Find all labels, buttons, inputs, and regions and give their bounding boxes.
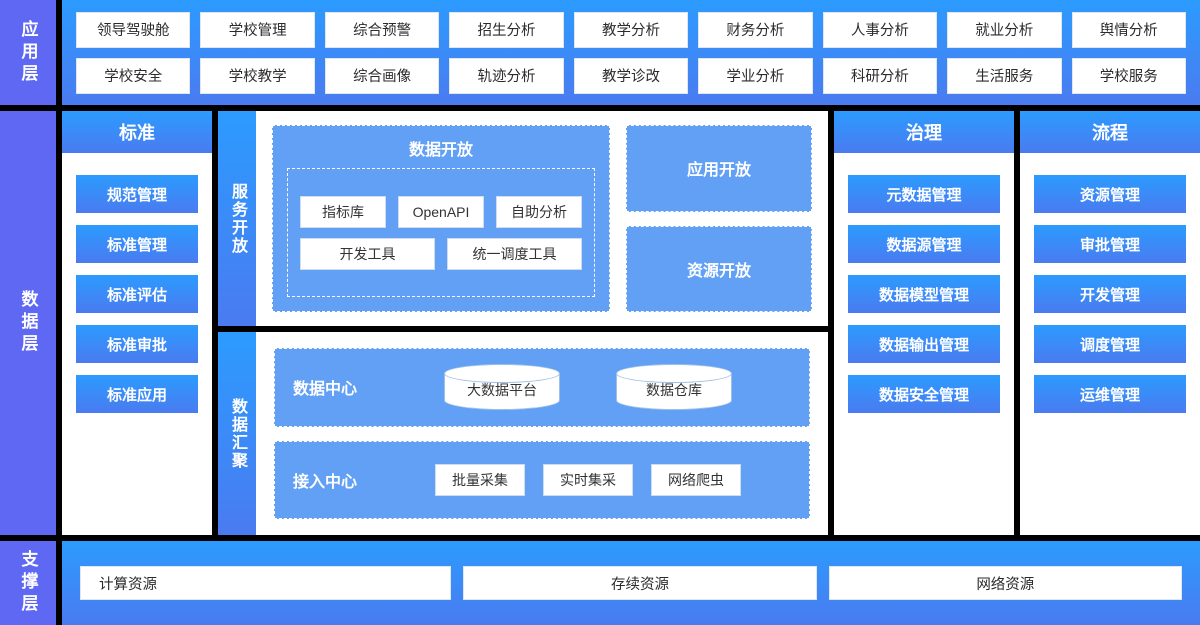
process-column-title: 流程 — [1020, 111, 1200, 153]
app-item-hr-analysis[interactable]: 人事分析 — [822, 11, 938, 48]
process-column-items: 资源管理 审批管理 开发管理 调度管理 运维管理 — [1020, 153, 1200, 535]
tool-self-service-analysis[interactable]: 自助分析 — [496, 195, 582, 228]
process-item-ops-management[interactable]: 运维管理 — [1034, 375, 1186, 413]
application-row-1: 领导驾驶舱 学校管理 综合预警 招生分析 教学分析 财务分析 人事分析 就业分析… — [76, 11, 1186, 48]
app-item-trajectory-analysis[interactable]: 轨迹分析 — [449, 57, 564, 94]
data-layer: 数据层 标准 规范管理 标准管理 标准评估 标准审批 标准应用 服务开放 — [0, 111, 1200, 535]
governance-item-datasource-management[interactable]: 数据源管理 — [848, 225, 1000, 263]
governance-item-data-security-management[interactable]: 数据安全管理 — [848, 375, 1000, 413]
app-item-enrollment-analysis[interactable]: 招生分析 — [449, 11, 564, 48]
data-open-panel: 数据开放 指标库 OpenAPI 自助分析 开发工具 统一调度工具 — [272, 125, 610, 312]
governance-column-title: 治理 — [834, 111, 1014, 153]
service-open-block: 服务开放 数据开放 指标库 OpenAPI 自助分析 — [218, 111, 828, 326]
data-center-label: 数据中心 — [293, 381, 358, 399]
card-resource-open[interactable]: 资源开放 — [626, 225, 812, 312]
application-layer: 应用层 领导驾驶舱 学校管理 综合预警 招生分析 教学分析 财务分析 人事分析 … — [0, 0, 1200, 105]
support-item-compute-resource[interactable]: 计算资源 — [80, 566, 452, 600]
data-layer-label: 数据层 — [0, 111, 56, 535]
governance-item-data-output-management[interactable]: 数据输出管理 — [848, 325, 1000, 363]
data-gather-label: 数据汇聚 — [218, 332, 256, 535]
process-item-resource-management[interactable]: 资源管理 — [1034, 175, 1186, 213]
process-item-development-management[interactable]: 开发管理 — [1034, 275, 1186, 313]
app-item-school-safety[interactable]: 学校安全 — [76, 57, 191, 94]
app-item-public-opinion-analysis[interactable]: 舆情分析 — [1071, 11, 1186, 48]
data-open-tools-row-2: 开发工具 统一调度工具 — [300, 237, 582, 270]
data-gather-block: 数据汇聚 数据中心 大数据平台 — [218, 332, 828, 535]
tool-unified-scheduling-tool[interactable]: 统一调度工具 — [447, 237, 582, 270]
tool-development-tools[interactable]: 开发工具 — [300, 237, 435, 270]
standard-item-standard-management[interactable]: 标准管理 — [76, 225, 198, 263]
cylinder-label-data-warehouse: 数据仓库 — [646, 382, 702, 399]
process-column: 流程 资源管理 审批管理 开发管理 调度管理 运维管理 — [1020, 111, 1200, 535]
governance-column-items: 元数据管理 数据源管理 数据模型管理 数据输出管理 数据安全管理 — [834, 153, 1014, 535]
access-center-content: 批量采集 实时集采 网络爬虫 — [385, 463, 791, 496]
app-item-leadership-cockpit[interactable]: 领导驾驶舱 — [76, 11, 191, 48]
standard-item-standard-approval[interactable]: 标准审批 — [76, 325, 198, 363]
governance-item-metadata-management[interactable]: 元数据管理 — [848, 175, 1000, 213]
app-item-school-teaching[interactable]: 学校教学 — [200, 57, 315, 94]
tool-openapi[interactable]: OpenAPI — [398, 195, 484, 228]
app-item-research-analysis[interactable]: 科研分析 — [822, 57, 938, 94]
access-item-realtime-collection[interactable]: 实时集采 — [543, 463, 633, 496]
app-item-school-management[interactable]: 学校管理 — [200, 11, 315, 48]
database-cylinder-data-warehouse[interactable]: 数据仓库 — [616, 364, 732, 411]
app-item-teaching-analysis[interactable]: 教学分析 — [573, 11, 689, 48]
access-item-web-crawler[interactable]: 网络爬虫 — [651, 463, 741, 496]
tool-indicator-library[interactable]: 指标库 — [300, 195, 386, 228]
standard-column: 标准 规范管理 标准管理 标准评估 标准审批 标准应用 — [62, 111, 212, 535]
open-side-cards: 应用开放 资源开放 — [626, 125, 812, 312]
data-center-row: 数据中心 大数据平台 数据仓库 — [274, 348, 810, 427]
support-item-network-resource[interactable]: 网络资源 — [828, 566, 1182, 600]
cylinder-top-icon — [616, 364, 732, 384]
data-layer-body: 标准 规范管理 标准管理 标准评估 标准审批 标准应用 服务开放 数据开放 — [62, 111, 1200, 535]
service-open-label: 服务开放 — [218, 111, 256, 326]
app-item-life-service[interactable]: 生活服务 — [947, 57, 1062, 94]
access-center-label: 接入中心 — [293, 473, 358, 491]
support-layer-body: 计算资源 存续资源 网络资源 — [62, 541, 1200, 625]
database-cylinder-bigdata-platform[interactable]: 大数据平台 — [444, 364, 560, 411]
application-row-2: 学校安全 学校教学 综合画像 轨迹分析 教学诊改 学业分析 科研分析 生活服务 … — [76, 57, 1186, 94]
data-open-tools-row-1: 指标库 OpenAPI 自助分析 — [300, 195, 582, 228]
application-layer-body: 领导驾驶舱 学校管理 综合预警 招生分析 教学分析 财务分析 人事分析 就业分析… — [62, 0, 1200, 105]
governance-item-data-model-management[interactable]: 数据模型管理 — [848, 275, 1000, 313]
support-item-storage-resource[interactable]: 存续资源 — [463, 566, 817, 600]
app-item-employment-analysis[interactable]: 就业分析 — [947, 11, 1062, 48]
support-layer-label: 支撑层 — [0, 541, 56, 625]
data-center-content: 大数据平台 数据仓库 — [385, 364, 791, 411]
app-item-comprehensive-warning[interactable]: 综合预警 — [324, 11, 440, 48]
standard-item-specification-management[interactable]: 规范管理 — [76, 175, 198, 213]
app-item-academic-analysis[interactable]: 学业分析 — [698, 57, 813, 94]
standard-item-standard-evaluation[interactable]: 标准评估 — [76, 275, 198, 313]
data-open-title: 数据开放 — [408, 142, 473, 159]
data-gather-inner: 数据中心 大数据平台 数据仓库 — [256, 332, 828, 535]
access-item-batch-collection[interactable]: 批量采集 — [435, 463, 525, 496]
cylinder-top-icon — [444, 364, 560, 384]
app-item-school-service[interactable]: 学校服务 — [1071, 57, 1186, 94]
process-item-scheduling-management[interactable]: 调度管理 — [1034, 325, 1186, 363]
card-application-open[interactable]: 应用开放 — [626, 125, 812, 212]
standard-item-standard-application[interactable]: 标准应用 — [76, 375, 198, 413]
middle-column: 服务开放 数据开放 指标库 OpenAPI 自助分析 — [218, 111, 828, 535]
process-item-approval-management[interactable]: 审批管理 — [1034, 225, 1186, 263]
standard-column-items: 规范管理 标准管理 标准评估 标准审批 标准应用 — [62, 153, 212, 535]
governance-column: 治理 元数据管理 数据源管理 数据模型管理 数据输出管理 数据安全管理 — [834, 111, 1014, 535]
service-open-inner: 数据开放 指标库 OpenAPI 自助分析 开发工具 统一调度工具 — [256, 111, 828, 326]
app-item-finance-analysis[interactable]: 财务分析 — [698, 11, 813, 48]
app-item-teaching-diagnosis[interactable]: 教学诊改 — [573, 57, 689, 94]
access-center-row: 接入中心 批量采集 实时集采 网络爬虫 — [274, 440, 810, 519]
data-open-tools-box: 指标库 OpenAPI 自助分析 开发工具 统一调度工具 — [287, 168, 595, 297]
app-item-comprehensive-portrait[interactable]: 综合画像 — [324, 57, 440, 94]
cylinder-label-bigdata-platform: 大数据平台 — [467, 382, 537, 399]
standard-column-title: 标准 — [62, 111, 212, 153]
support-layer: 支撑层 计算资源 存续资源 网络资源 — [0, 541, 1200, 625]
application-layer-label: 应用层 — [0, 0, 56, 105]
